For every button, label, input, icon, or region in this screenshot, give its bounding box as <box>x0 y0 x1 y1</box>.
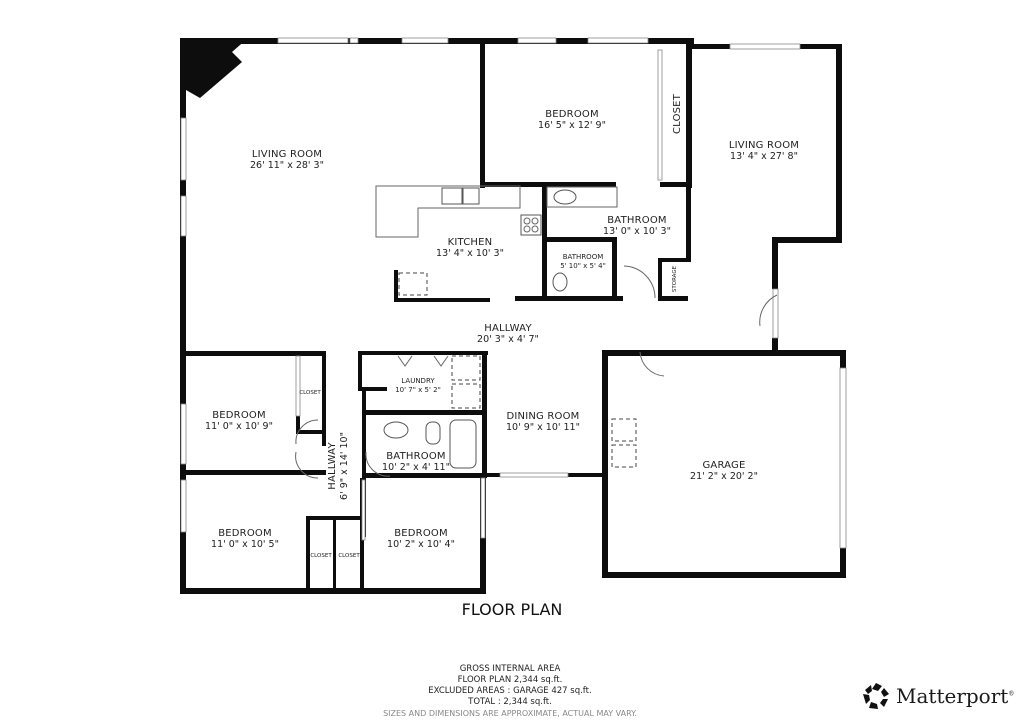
svg-text:26' 11" x 28' 3": 26' 11" x 28' 3" <box>250 160 324 171</box>
room-bedroom-3: BEDROOM <box>218 528 272 539</box>
room-bathroom-half: BATHROOM <box>563 253 604 261</box>
room-laundry: LAUNDRY <box>401 377 435 385</box>
svg-text:10' 2" x 4' 11": 10' 2" x 4' 11" <box>382 462 450 473</box>
room-bedroom-2: BEDROOM <box>212 410 266 421</box>
svg-text:21' 2" x 20' 2": 21' 2" x 20' 2" <box>690 471 758 482</box>
svg-text:13' 4" x 10' 3": 13' 4" x 10' 3" <box>436 248 504 259</box>
summary-excluded: EXCLUDED AREAS : GARAGE 427 sq.ft. <box>428 686 592 696</box>
room-storage: STORAGE <box>672 265 678 292</box>
room-living-room-east: LIVING ROOM <box>729 140 799 151</box>
room-hallway-bedrooms: HALLWAY <box>327 442 338 490</box>
room-bathroom-master: BATHROOM <box>607 215 666 226</box>
summary-disclaimer: SIZES AND DIMENSIONS ARE APPROXIMATE, AC… <box>383 709 637 718</box>
walls <box>180 38 846 594</box>
summary-floor-plan: FLOOR PLAN 2,344 sq.ft. <box>457 675 563 685</box>
room-hallway-main: HALLWAY <box>484 323 532 334</box>
fixtures <box>295 185 778 479</box>
svg-text:5' 10" x 5' 4": 5' 10" x 5' 4" <box>560 262 606 270</box>
matterport-logo-icon <box>863 683 889 709</box>
svg-text:20' 3" x 4' 7": 20' 3" x 4' 7" <box>477 334 539 345</box>
svg-text:13' 0" x 10' 3": 13' 0" x 10' 3" <box>603 226 671 237</box>
svg-text:10' 9" x 10' 11": 10' 9" x 10' 11" <box>506 422 580 433</box>
room-closet-master: CLOSET <box>672 93 683 134</box>
room-bathroom-hall: BATHROOM <box>386 451 445 462</box>
room-garage: GARAGE <box>702 460 745 471</box>
room-closet-bedroom-3: CLOSET <box>310 553 332 559</box>
brand-name: Matterport® <box>896 684 1015 708</box>
svg-text:6' 9" x 14' 10": 6' 9" x 14' 10" <box>339 432 350 500</box>
summary-heading: GROSS INTERNAL AREA <box>459 664 561 674</box>
svg-text:10' 2" x 10' 4": 10' 2" x 10' 4" <box>387 539 455 550</box>
svg-text:16' 5" x 12' 9": 16' 5" x 12' 9" <box>538 120 606 131</box>
area-summary: GROSS INTERNAL AREA FLOOR PLAN 2,344 sq.… <box>290 664 730 719</box>
svg-text:11' 0" x 10' 9": 11' 0" x 10' 9" <box>205 421 273 432</box>
room-labels: LIVING ROOM 26' 11" x 28' 3" BEDROOM 16'… <box>205 93 799 559</box>
brand-logo: Matterport® <box>862 682 1014 710</box>
room-closet-bedroom-4: CLOSET <box>338 553 360 559</box>
room-closet-bedroom-2: CLOSET <box>299 390 321 396</box>
room-bedroom-4: BEDROOM <box>394 528 448 539</box>
windows <box>180 37 847 549</box>
svg-text:11' 0" x 10' 5": 11' 0" x 10' 5" <box>211 539 279 550</box>
plan-title: FLOOR PLAN <box>461 600 563 619</box>
room-kitchen: KITCHEN <box>448 237 493 248</box>
svg-text:13' 4" x 27' 8": 13' 4" x 27' 8" <box>730 151 798 162</box>
svg-text:10' 7" x 5' 2": 10' 7" x 5' 2" <box>395 386 441 394</box>
room-living-room-main: LIVING ROOM <box>252 149 322 160</box>
summary-total: TOTAL : 2,344 sq.ft. <box>468 697 552 707</box>
room-dining-room: DINING ROOM <box>506 411 579 422</box>
room-bedroom-master: BEDROOM <box>545 109 599 120</box>
